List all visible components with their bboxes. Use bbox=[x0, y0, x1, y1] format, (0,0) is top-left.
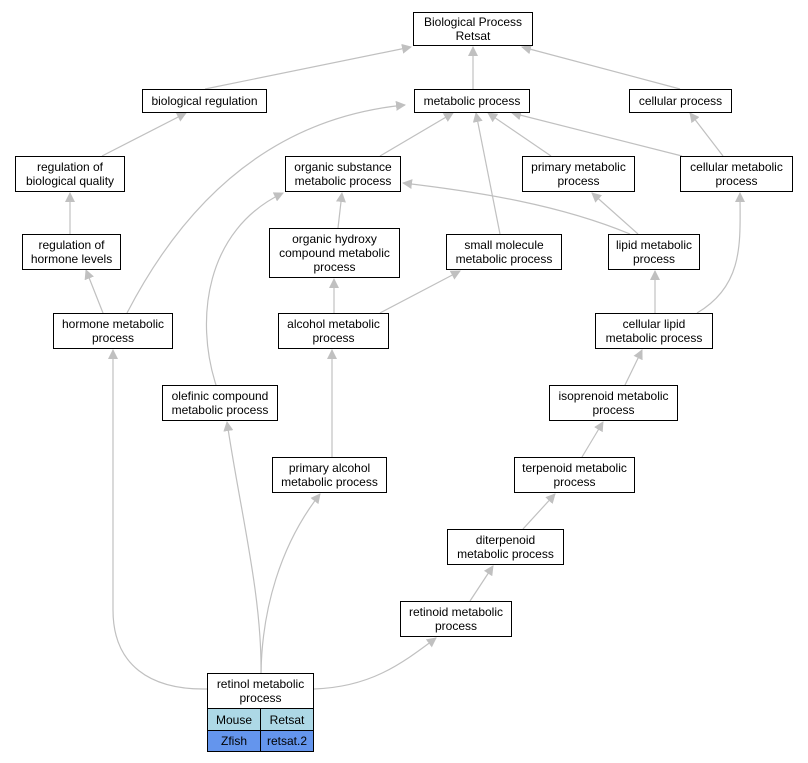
edge-diterpenoid-terpenoid bbox=[522, 493, 556, 530]
ortholog-species-zfish: Zfish bbox=[207, 730, 261, 752]
edge-primary-metabolic bbox=[487, 112, 552, 157]
node-metabolic-process[interactable]: metabolic process bbox=[414, 89, 530, 113]
edge-orgsub-metabolic bbox=[379, 112, 454, 157]
edge-olefinic-orgsub bbox=[205, 192, 284, 386]
edge-retinoid-diterpenoid bbox=[469, 565, 494, 602]
node-organic-substance-metabolic[interactable]: organic substance metabolic process bbox=[285, 156, 401, 192]
edge-celllipid-cellmet bbox=[696, 192, 746, 314]
node-diterpenoid-metabolic[interactable]: diterpenoid metabolic process bbox=[447, 529, 564, 565]
edge-alcohol-smallmol bbox=[379, 270, 461, 314]
edge-isoprenoid-celllipid bbox=[624, 349, 643, 386]
node-organic-hydroxy-compound[interactable]: organic hydroxy compound metabolic proce… bbox=[269, 228, 400, 278]
node-hormone-metabolic[interactable]: hormone metabolic process bbox=[53, 313, 173, 349]
node-terpenoid-metabolic[interactable]: terpenoid metabolic process bbox=[514, 457, 635, 493]
edge-terpenoid-isoprenoid bbox=[581, 421, 604, 458]
edge-lipid-primary bbox=[591, 192, 639, 235]
node-olefinic-compound[interactable]: olefinic compound metabolic process bbox=[162, 385, 278, 421]
node-cellular-lipid-metabolic[interactable]: cellular lipid metabolic process bbox=[595, 313, 713, 349]
edge-cellmet-metabolic bbox=[511, 110, 683, 157]
edge-retinol-primalc bbox=[260, 493, 321, 674]
node-small-molecule-metabolic[interactable]: small molecule metabolic process bbox=[446, 234, 562, 270]
edge-retinol-olefinic bbox=[223, 421, 262, 674]
edge-regqual-bioreg bbox=[101, 112, 187, 157]
edge-cellular-root bbox=[521, 44, 681, 90]
node-lipid-metabolic[interactable]: lipid metabolic process bbox=[608, 234, 700, 270]
node-isoprenoid-metabolic[interactable]: isoprenoid metabolic process bbox=[549, 385, 678, 421]
node-cellular-process[interactable]: cellular process bbox=[629, 89, 732, 113]
node-primary-alcohol-metabolic[interactable]: primary alcohol metabolic process bbox=[272, 457, 387, 493]
node-alcohol-metabolic[interactable]: alcohol metabolic process bbox=[278, 313, 389, 349]
edge-smallmol-metabolic bbox=[472, 112, 501, 235]
node-cellular-metabolic[interactable]: cellular metabolic process bbox=[680, 156, 793, 192]
node-biological-process-retsat[interactable]: Biological Process Retsat bbox=[413, 12, 533, 46]
node-regulation-biological-quality[interactable]: regulation of biological quality bbox=[15, 156, 125, 192]
node-retinol-metabolic[interactable]: retinol metabolic process bbox=[207, 673, 314, 709]
ortholog-species-mouse: Mouse bbox=[207, 708, 261, 731]
edge-lipid-orgsub bbox=[402, 179, 631, 235]
edge-bioreg-root bbox=[204, 43, 412, 90]
node-regulation-hormone-levels[interactable]: regulation of hormone levels bbox=[22, 234, 121, 270]
ortholog-gene-mouse: Retsat bbox=[260, 708, 314, 731]
node-primary-metabolic[interactable]: primary metabolic process bbox=[522, 156, 635, 192]
edge-retinol-hormone bbox=[108, 349, 208, 690]
ortholog-gene-zfish: retsat.2 bbox=[260, 730, 314, 752]
node-biological-regulation[interactable]: biological regulation bbox=[142, 89, 267, 113]
edge-hormone-metabolic bbox=[126, 100, 406, 314]
edge-cellmet-cellular bbox=[689, 112, 724, 157]
edge-retinol-retinoid bbox=[313, 637, 437, 690]
edge-hydroxy-orgsub bbox=[336, 192, 346, 229]
edge-hormone-reghorm bbox=[84, 269, 104, 314]
node-retinoid-metabolic[interactable]: retinoid metabolic process bbox=[400, 601, 512, 637]
